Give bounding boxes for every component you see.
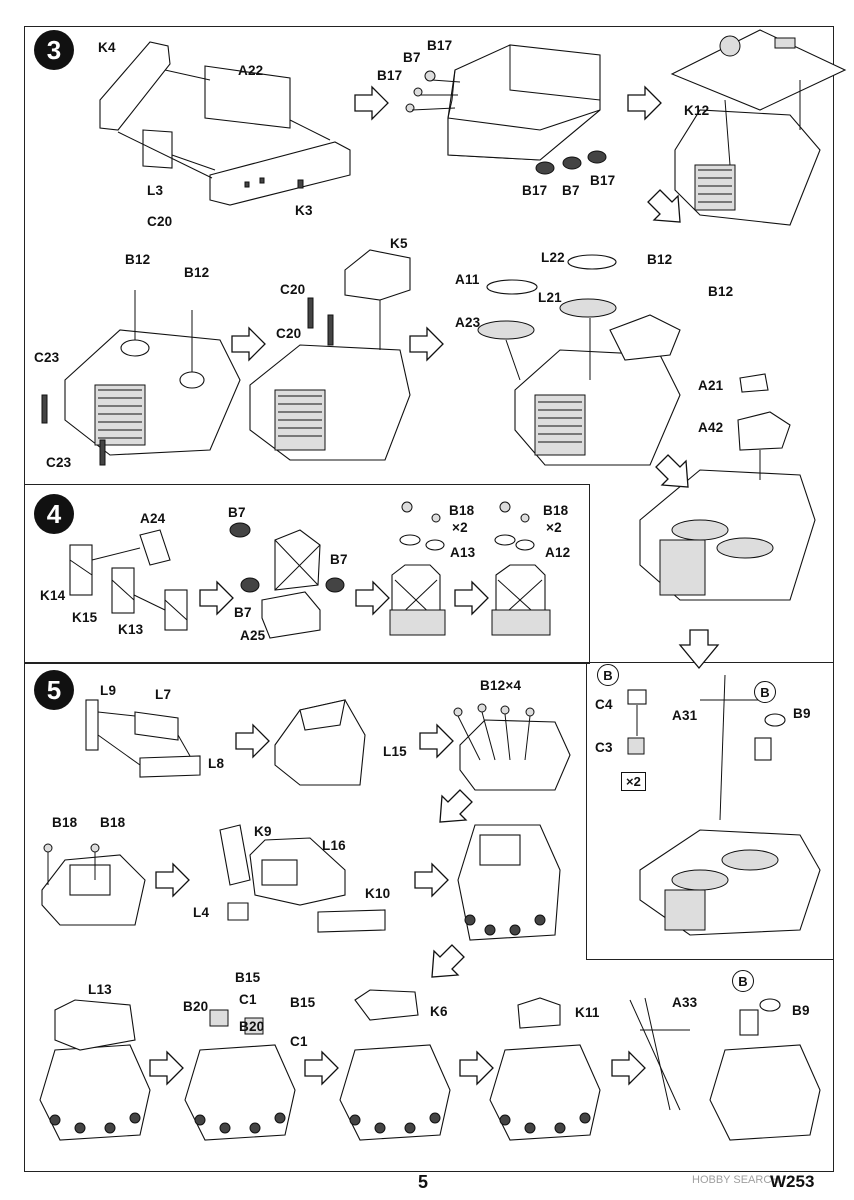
label-a25: A25 <box>240 628 266 643</box>
sub-assembly-b-marker-3: B <box>732 970 754 992</box>
label-k13: K13 <box>118 622 144 637</box>
label-a13: A13 <box>450 545 476 560</box>
label-b17-bottom-2: B17 <box>590 173 616 188</box>
label-b7-bottom: B7 <box>562 183 580 198</box>
label-l21: L21 <box>538 290 562 305</box>
label-c1-1: C1 <box>239 992 257 1007</box>
page-number: 5 <box>418 1172 429 1192</box>
label-c1-2: C1 <box>290 1034 308 1049</box>
label-a42: A42 <box>698 420 724 435</box>
step-4-badge: 4 <box>34 494 74 534</box>
label-k10: K10 <box>365 886 391 901</box>
label-b15-2: B15 <box>290 995 316 1010</box>
label-k6: K6 <box>430 1004 448 1019</box>
label-b7-top: B7 <box>403 50 421 65</box>
label-k4: K4 <box>98 40 116 55</box>
label-b20-1: B20 <box>183 999 209 1014</box>
label-b12-2: B12 <box>184 265 210 280</box>
label-l16: L16 <box>322 838 346 853</box>
label-c23-1: C23 <box>34 350 60 365</box>
label-c20: C20 <box>147 214 173 229</box>
label-x2-4a: ×2 <box>452 520 468 535</box>
label-c23-2: C23 <box>46 455 72 470</box>
label-l4: L4 <box>193 905 210 920</box>
label-c20-1: C20 <box>280 282 306 297</box>
label-a23: A23 <box>455 315 481 330</box>
label-a12: A12 <box>545 545 571 560</box>
label-b12-4: B12 <box>708 284 734 299</box>
label-a11: A11 <box>455 272 480 287</box>
label-b18-4a: B18 <box>449 503 475 518</box>
sub-assembly-b-marker-1: B <box>597 664 619 686</box>
label-c4: C4 <box>595 697 613 712</box>
label-a31: A31 <box>672 708 698 723</box>
label-b9-5: B9 <box>792 1003 810 1018</box>
label-l22: L22 <box>541 250 565 265</box>
label-a24: A24 <box>140 511 166 526</box>
product-code: W253 <box>770 1172 815 1191</box>
label-b12-3: B12 <box>647 252 673 267</box>
label-l3: L3 <box>147 183 164 198</box>
label-a33: A33 <box>672 995 698 1010</box>
label-k14: K14 <box>40 588 66 603</box>
watermark: HOBBY SEARCH <box>692 1174 780 1186</box>
step-3-badge: 3 <box>34 30 74 70</box>
sub-assembly-b-marker-2: B <box>754 681 776 703</box>
label-b15-1: B15 <box>235 970 261 985</box>
label-b18-5b: B18 <box>100 815 126 830</box>
label-k5: K5 <box>390 236 408 251</box>
label-x2-4b: ×2 <box>546 520 562 535</box>
label-b9: B9 <box>793 706 811 721</box>
label-b17-top: B17 <box>427 38 453 53</box>
label-b18-4b: B18 <box>543 503 569 518</box>
label-a22: A22 <box>238 63 264 78</box>
label-b7-4c: B7 <box>234 605 252 620</box>
label-b18-5a: B18 <box>52 815 78 830</box>
step-5-badge: 5 <box>34 670 74 710</box>
label-c3: C3 <box>595 740 613 755</box>
label-l8: L8 <box>208 756 225 771</box>
label-k3: K3 <box>295 203 313 218</box>
label-b7-4a: B7 <box>228 505 246 520</box>
label-c20-2: C20 <box>276 326 302 341</box>
label-k12: K12 <box>684 103 710 118</box>
label-l9: L9 <box>100 683 117 698</box>
label-b20-2: B20 <box>239 1019 265 1034</box>
page-frame <box>24 26 834 1172</box>
label-l13: L13 <box>88 982 112 997</box>
label-b12x4: B12×4 <box>480 678 522 693</box>
label-b17-left: B17 <box>377 68 403 83</box>
label-k15: K15 <box>72 610 98 625</box>
label-a21: A21 <box>698 378 724 393</box>
label-l7: L7 <box>155 687 172 702</box>
label-b17-bottom-1: B17 <box>522 183 548 198</box>
label-b7-4b: B7 <box>330 552 348 567</box>
label-l15: L15 <box>383 744 407 759</box>
label-b12-1: B12 <box>125 252 151 267</box>
label-k11: K11 <box>575 1005 600 1020</box>
quantity-x2-box: ×2 <box>621 772 646 791</box>
label-k9: K9 <box>254 824 272 839</box>
